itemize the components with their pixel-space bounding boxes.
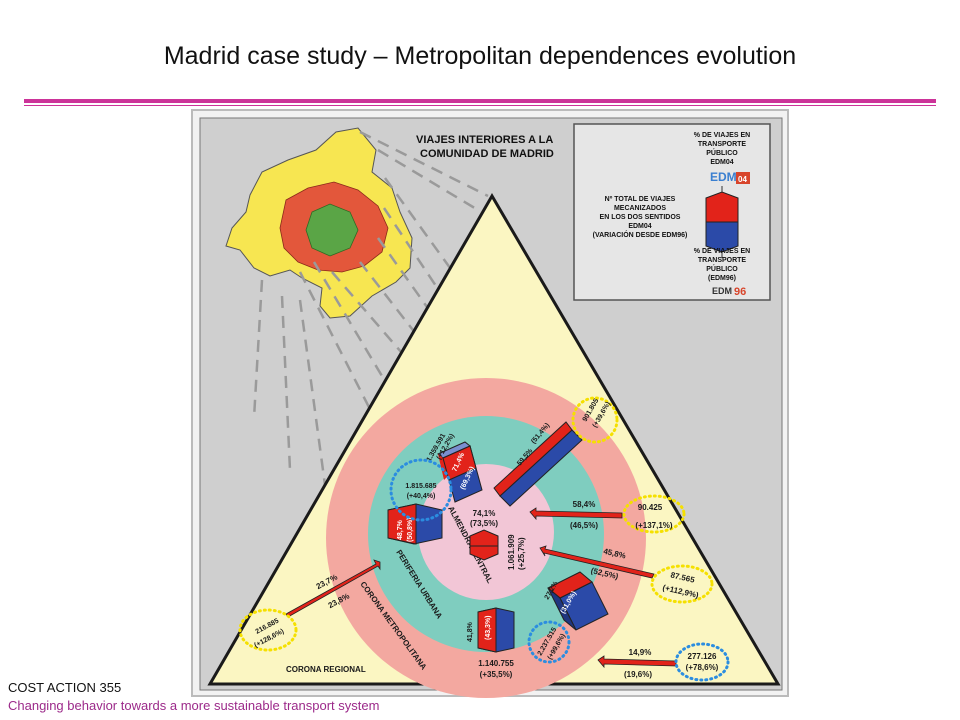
diagram-header-line1: VIAJES INTERIORES A LA	[416, 134, 553, 146]
map-region-green	[305, 203, 359, 257]
periferia-west-change: (+40,4%)	[407, 493, 436, 500]
legend-top-label-2: TRANSPORTE	[698, 141, 747, 148]
periferia-west-trips: 1.815.685	[405, 483, 436, 490]
slide-title: Madrid case study – Metropolitan depende…	[163, 42, 797, 70]
legend-bottom-label-2: TRANSPORTE	[698, 257, 747, 264]
periferia-west-node: 48,7% (50,8%) 1.815.685 (+40,4%)	[387, 458, 453, 545]
arrow-se-pct-2004: 14,9%	[629, 648, 652, 657]
legend-hexagon	[705, 191, 739, 253]
arrow-se-change: (+78,6%)	[686, 663, 719, 672]
arrow-southeast: 14,9% (19,6%) 277.126 (+78,6%)	[597, 642, 730, 682]
arrow-se-pct-1996: (19,6%)	[624, 670, 652, 679]
periferia-west-pct-2004: 48,7%	[397, 519, 404, 540]
legend-bottom-label-1: % DE VIAJES EN	[694, 248, 750, 255]
legend-left-label-4: EDM04	[628, 223, 651, 230]
central-pct-1996: (73,5%)	[470, 519, 498, 528]
arrow-e1-change: (+137,1%)	[635, 521, 672, 530]
periferia-southeast-node: (31,0%) 27,2% 2.237.515 (+99,6%)	[527, 571, 609, 664]
arrow-se-highlight	[674, 642, 730, 682]
arrow-e1-highlight	[622, 494, 686, 534]
central-change: (+25,7%)	[517, 537, 526, 570]
legend-box: % DE VIAJES EN TRANSPORTE PÚBLICO EDM04 …	[573, 123, 771, 301]
legend-left-label-3: EN LOS DOS SENTIDOS	[600, 214, 681, 221]
arrow-ne-highlight	[571, 396, 619, 444]
legend-top-label-4: EDM04	[710, 159, 733, 166]
legend-edm-logo-top: EDM	[710, 170, 737, 184]
legend-left-label-5: (VARIACIÓN DESDE EDM96)	[593, 230, 688, 239]
footer-project-name: COST ACTION 355	[8, 680, 122, 695]
arrow-e2-highlight	[650, 564, 714, 604]
legend-bottom-label-4: (EDM96)	[708, 275, 736, 282]
periferia-west-pct-1996: (50,8%)	[407, 517, 414, 542]
periferia-southeast-highlight	[527, 620, 571, 664]
corona-south-node: (43,3%) 41,8% 1.140.755 (+35,5%)	[467, 607, 515, 679]
central-trips: 1.061.909	[507, 534, 516, 570]
legend-bottom-label-3: PÚBLICO	[706, 264, 738, 273]
legend-top-label-3: PÚBLICO	[706, 148, 738, 157]
corona-south-trips: 1.140.755	[478, 659, 514, 668]
diagram-header-line2: COMUNIDAD DE MADRID	[420, 148, 554, 160]
arrow-e1-pct-2004: 58,4%	[573, 500, 596, 509]
arrow-east-1: 58,4% (46,5%) 90.425 (+137,1%)	[529, 494, 686, 534]
arrow-northeast: 59,5% (51,4%) 901.805 (+39,6%)	[493, 396, 619, 507]
legend-left-label-1: Nº TOTAL DE VIAJES	[605, 196, 676, 203]
legend-edm-logo-top-badge	[736, 172, 750, 184]
arrow-e1-trips: 90.425	[638, 503, 663, 512]
periferia-west-highlight	[389, 458, 453, 522]
legend-edm-logo-bottom-suffix: 96	[734, 286, 746, 298]
central-pct-2004: 74,1%	[473, 509, 496, 518]
title-divider	[24, 99, 936, 103]
corona-south-pct-1996: (43,3%)	[485, 615, 492, 640]
corona-regional-label: CORONA REGIONAL	[286, 665, 366, 674]
legend-left-label-2: MECANIZADOS	[614, 205, 666, 212]
legend-top-label-1: % DE VIAJES EN	[694, 132, 750, 139]
legend-frame	[573, 123, 771, 301]
legend-edm-logo-top-suffix: 04	[738, 175, 747, 184]
periferia-north-node: 71,4% (69,3%) 1.359.591 (+12,2%)	[426, 432, 483, 503]
corona-south-pct-2004: 41,8%	[467, 621, 474, 642]
arrow-sw-highlight	[238, 608, 298, 652]
arrow-se-trips: 277.126	[688, 652, 717, 661]
central-node: 74,1% (73,5%) 1.061.909 (+25,7%)	[469, 509, 526, 570]
corona-south-change: (+35,5%)	[480, 670, 513, 679]
title-divider-thin	[24, 105, 936, 106]
legend-edm-logo-bottom: EDM	[712, 286, 732, 296]
arrow-e1-pct-1996: (46,5%)	[570, 521, 598, 530]
footer-project-subtitle: Changing behavior towards a more sustain…	[8, 698, 380, 713]
